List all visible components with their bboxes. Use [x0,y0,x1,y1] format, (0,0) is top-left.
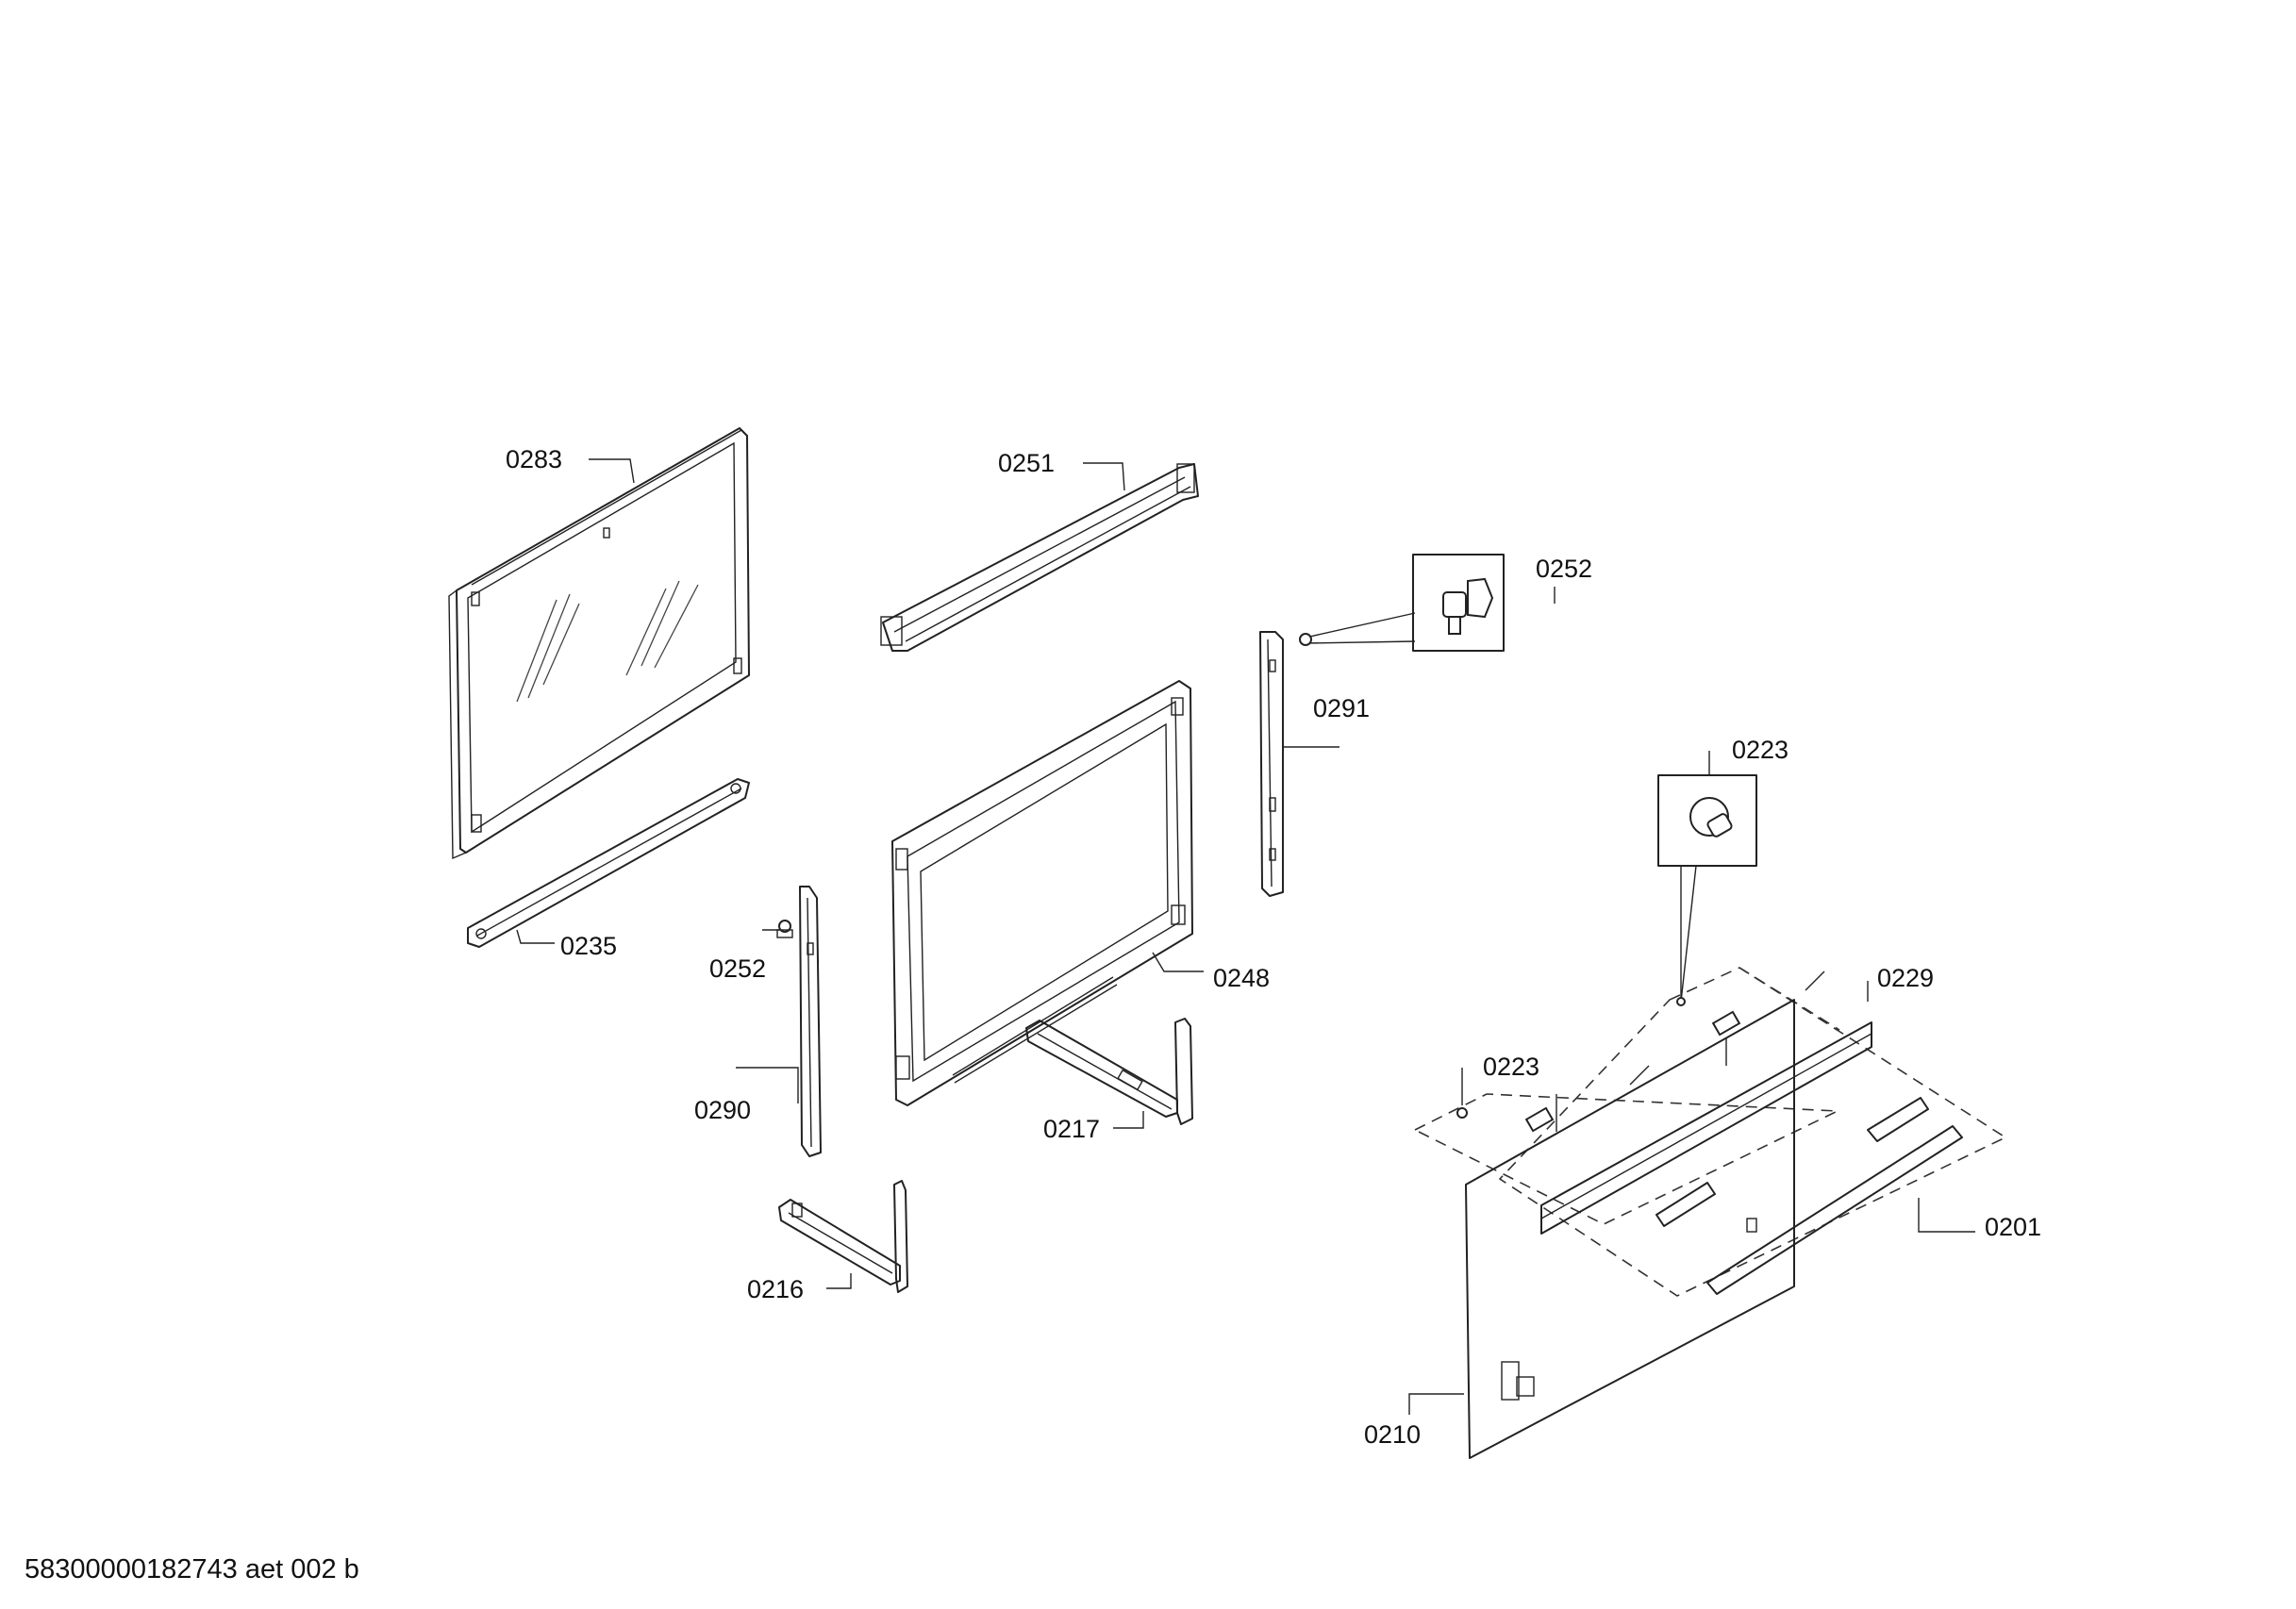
callout-0201: 0201 [1985,1213,2041,1241]
callout-0223-mid: 0223 [1483,1053,1539,1081]
callout-0290: 0290 [694,1096,751,1124]
part-0290-left-rail [799,886,822,1157]
callout-0229: 0229 [1877,964,1934,992]
callout-0252-left: 0252 [709,954,766,983]
callout-0291: 0291 [1313,694,1370,722]
leader-0283 [589,458,635,484]
part-0291-right-rail [1259,631,1284,897]
callout-0216: 0216 [747,1275,804,1303]
callout-0248: 0248 [1213,964,1270,992]
leader-0216 [826,1273,852,1289]
part-0216-hinge-left [778,1180,908,1293]
part-0217-hinge-right [1025,1018,1193,1125]
leader-0235 [516,929,555,944]
part-0223-detail-box [1657,774,1757,1006]
callout-0283: 0283 [506,445,562,473]
callout-0210: 0210 [1364,1420,1421,1449]
part-0251-top-profile [880,463,1199,652]
part-0201-bars [1655,1097,1963,1295]
part-0235-lower-profile [467,778,750,948]
part-0223-bumper-mid [1456,1107,1468,1119]
part-0201-assembly-outline [1413,967,2007,1297]
part-0283-door-frame [448,427,750,860]
callout-0217: 0217 [1043,1115,1100,1143]
callout-0223-top: 0223 [1732,736,1789,764]
callout-0252-top: 0252 [1536,555,1592,583]
document-code: 58300000182743 aet 002 b [25,1554,359,1584]
callout-0235: 0235 [560,932,617,960]
leader-0217 [1113,1111,1144,1129]
part-0252-detail-box [1299,554,1505,652]
callout-0251: 0251 [998,449,1055,477]
part-0229-trim-profile [1540,1021,1872,1235]
part-0210-glass-pane [1465,970,1825,1459]
leader-0290 [736,1067,799,1103]
part-0252-bumper-left [776,920,793,938]
leader-0201 [1918,1198,1975,1233]
leader-0248 [1152,952,1204,972]
leader-0210 [1408,1393,1464,1415]
leader-0251 [1083,462,1125,491]
part-0248-inner-frame [891,680,1193,1106]
